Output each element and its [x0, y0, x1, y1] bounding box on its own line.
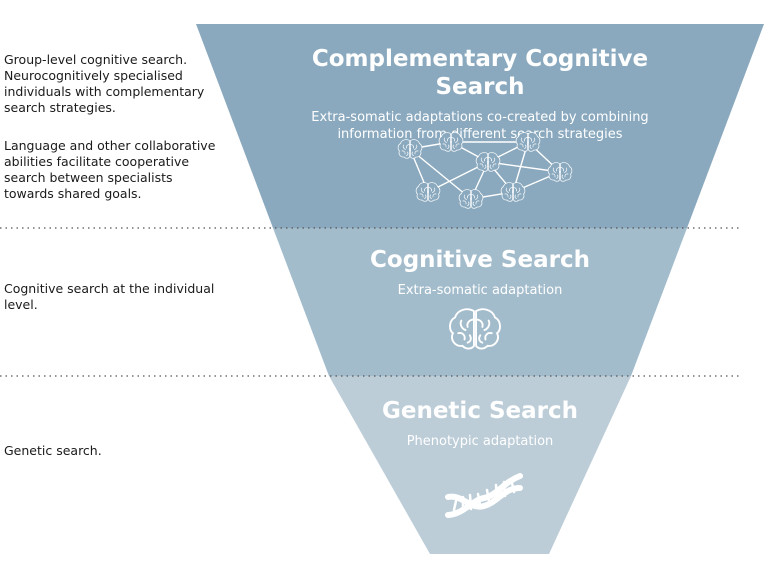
genetic-note: Genetic search.: [4, 443, 102, 458]
top-layer-title: Complementary Cognitive Search: [311, 46, 649, 100]
group-level-note: Group-level cognitive search. Neurocogni…: [4, 52, 205, 115]
bottom-layer-text: Genetic Search Phenotypic adaptation: [360, 397, 600, 450]
dna-strand-b: [445, 485, 523, 510]
brain-glyph: [500, 182, 526, 202]
middle-layer-text: Cognitive Search Extra-somatic adaptatio…: [330, 246, 630, 299]
middle-layer-subtitle: Extra-somatic adaptation: [397, 283, 563, 298]
collaboration-note: Language and other collaborative abiliti…: [4, 138, 216, 201]
brain-glyph: [397, 139, 423, 159]
bottom-layer-title: Genetic Search: [381, 398, 578, 424]
brain-glyph: [547, 162, 573, 182]
brain-glyph: [449, 308, 501, 350]
middle-layer-title: Cognitive Search: [370, 247, 590, 273]
individual-level-note: Cognitive search at the individual level…: [4, 281, 215, 312]
bottom-layer-subtitle: Phenotypic adaptation: [406, 434, 554, 449]
funnel-layer-top: [196, 24, 764, 228]
brain-glyph: [458, 189, 484, 209]
brain-icon: [449, 308, 501, 350]
dna-strand-a: [445, 473, 523, 518]
brain-glyph: [515, 132, 541, 152]
dna-icon: [445, 473, 523, 518]
funnel-layer-bottom: [329, 376, 631, 554]
top-layer-text: Complementary Cognitive Search Extra-som…: [280, 45, 680, 143]
brain-glyph: [475, 152, 501, 172]
brain-glyph: [438, 132, 464, 152]
top-layer-subtitle: Extra-somatic adaptations co-created by …: [311, 110, 649, 142]
brain-shape: [449, 308, 501, 350]
network-brains: [397, 132, 573, 209]
brain-glyph: [415, 182, 441, 202]
brain-network-icon: [397, 132, 573, 209]
funnel-layer-middle: [273, 228, 687, 376]
